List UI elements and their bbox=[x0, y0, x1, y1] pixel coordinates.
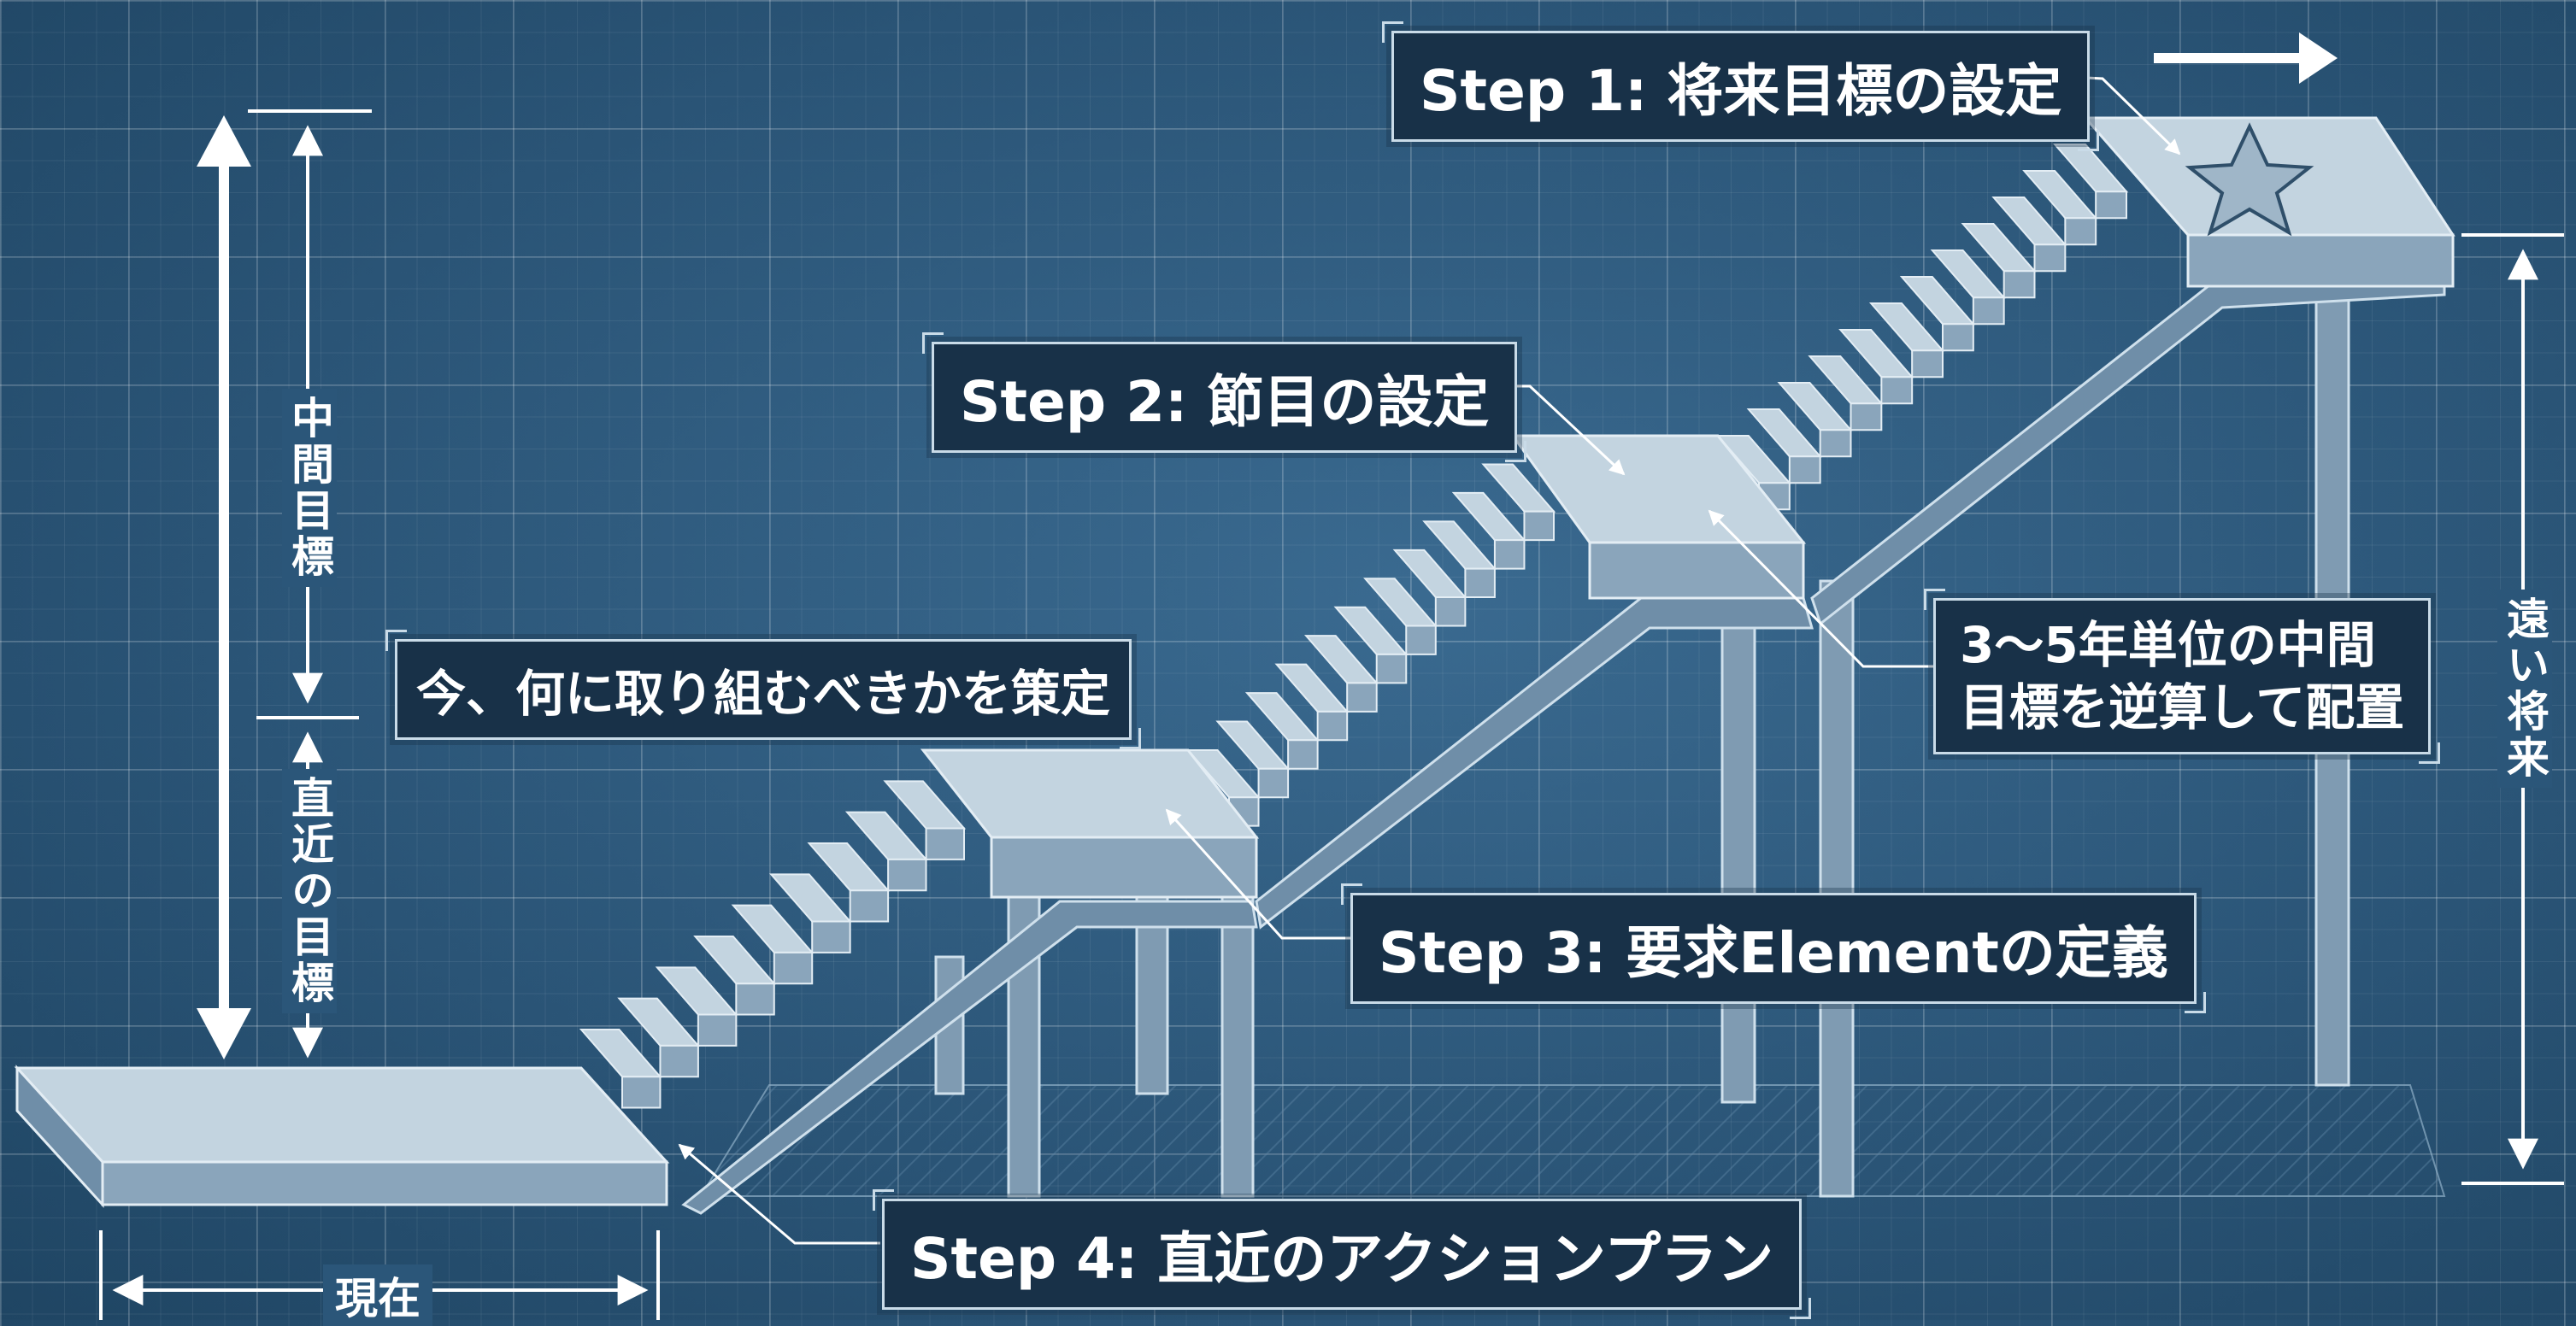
flight1-riser bbox=[811, 920, 851, 953]
flight1-riser bbox=[697, 1013, 738, 1047]
flight1-riser bbox=[925, 827, 965, 860]
flight3-riser bbox=[1850, 402, 1883, 431]
flight2-riser bbox=[1405, 625, 1437, 655]
floor-shadow bbox=[699, 1084, 2446, 1197]
flight3-riser bbox=[1942, 323, 1974, 352]
flight2-riser bbox=[1464, 567, 1496, 599]
flight1-tread bbox=[844, 811, 928, 860]
step2-label: Step 2: 節目の設定 bbox=[921, 332, 1527, 462]
flight1-riser bbox=[887, 858, 927, 892]
flight1-riser bbox=[773, 951, 814, 985]
midterm-line2: 目標を逆算して配置 bbox=[1960, 678, 2405, 736]
star-icon bbox=[2185, 122, 2314, 237]
landing-1 bbox=[920, 748, 1260, 899]
ground-platform bbox=[14, 1065, 670, 1208]
flight1-tread bbox=[769, 873, 852, 923]
timeline-left-arrow bbox=[197, 115, 251, 1059]
flight1-tread bbox=[617, 997, 701, 1047]
step3-text: Step 3: 要求Elementの定義 bbox=[1379, 920, 2168, 986]
flight1-riser bbox=[735, 983, 775, 1016]
flight1-riser bbox=[849, 889, 890, 923]
step1-label: Step 1: 将来目標の設定 bbox=[1381, 21, 2100, 151]
flight1-tread bbox=[693, 936, 776, 985]
intermediate-goal-text: 中間目標 bbox=[282, 389, 337, 587]
flight3-riser bbox=[1911, 349, 1944, 378]
flight2-riser bbox=[1493, 539, 1526, 570]
flight3-riser bbox=[2003, 270, 2036, 299]
flight3-riser bbox=[1880, 376, 1914, 405]
step4-text: Step 4: 直近のアクションプラン bbox=[910, 1226, 1774, 1292]
near-term-goal-text: 直近の目標 bbox=[282, 769, 337, 1013]
flight2-riser bbox=[1523, 510, 1555, 542]
flight2-riser bbox=[1434, 596, 1467, 627]
flight3-riser bbox=[2064, 217, 2097, 246]
step1-text: Step 1: 将来目標の設定 bbox=[1420, 58, 2062, 124]
landing-2 bbox=[1510, 434, 1807, 600]
flight3-riser bbox=[1788, 455, 1821, 484]
flight3-riser bbox=[1972, 296, 2005, 326]
flight2-riser bbox=[1257, 767, 1290, 799]
present-text: 現在 bbox=[323, 1264, 432, 1326]
staircase bbox=[579, 144, 2129, 1109]
flight1-riser bbox=[659, 1044, 699, 1078]
flight2-riser bbox=[1375, 653, 1408, 684]
flight3-riser bbox=[1819, 429, 1852, 458]
flight2-riser bbox=[1346, 682, 1378, 713]
distant-future-text: 遠い将来 bbox=[2497, 590, 2552, 788]
flight1-tread bbox=[579, 1029, 662, 1078]
step4-label: Step 4: 直近のアクションプラン bbox=[872, 1189, 1812, 1319]
midterm-note: 3〜5年単位の中間 目標を逆算して配置 bbox=[1923, 589, 2441, 764]
midterm-line1: 3〜5年単位の中間 bbox=[1960, 616, 2376, 674]
flight1-tread bbox=[731, 904, 815, 953]
step2-text: Step 2: 節目の設定 bbox=[960, 369, 1490, 435]
flight1-tread bbox=[655, 966, 738, 1016]
strategy-note: 今、何に取り組むべきかを策定 bbox=[385, 630, 1142, 749]
flight2-riser bbox=[1287, 739, 1319, 770]
flight3-riser bbox=[2033, 243, 2067, 273]
strategy-text: 今、何に取り組むべきかを策定 bbox=[416, 665, 1111, 723]
flight3-riser bbox=[2095, 191, 2127, 220]
flight1-riser bbox=[621, 1076, 662, 1109]
flight1-tread bbox=[807, 842, 891, 892]
right-arrow-icon bbox=[2154, 32, 2338, 84]
flight2-riser bbox=[1316, 710, 1349, 742]
step3-label: Step 3: 要求Elementの定義 bbox=[1341, 883, 2206, 1013]
